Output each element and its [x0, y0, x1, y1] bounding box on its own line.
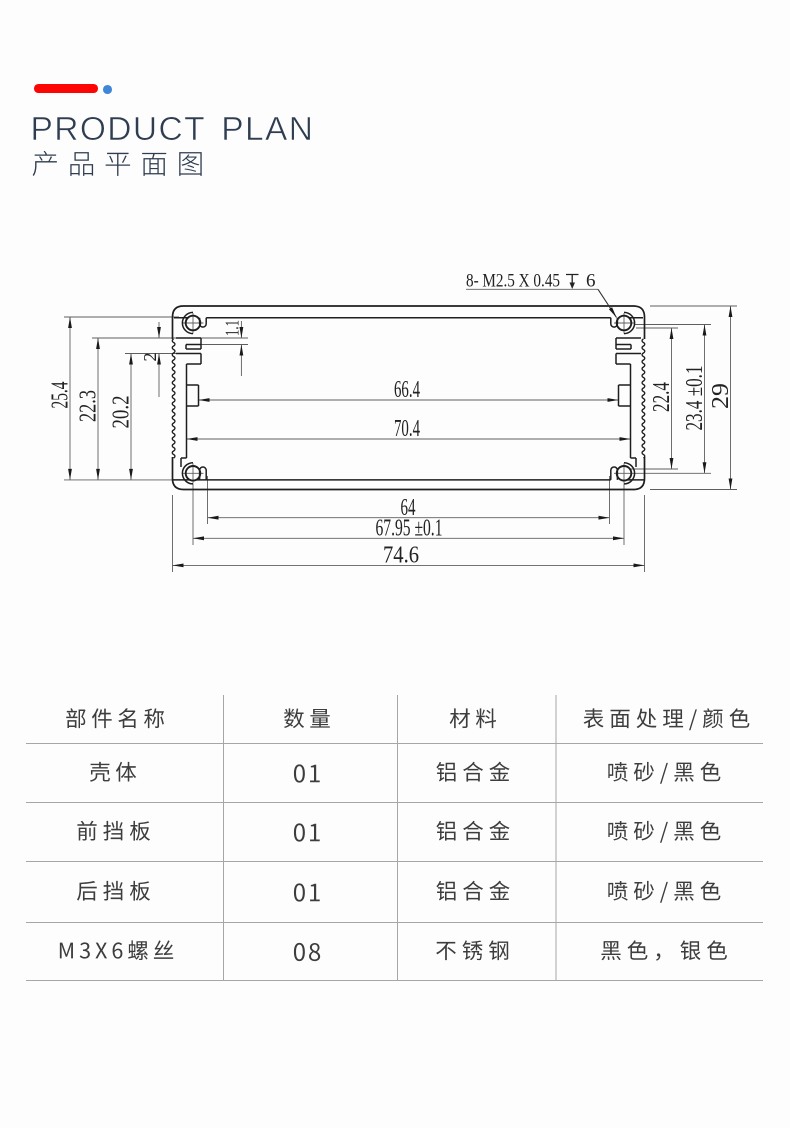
- svg-text:70.4: 70.4: [394, 416, 420, 442]
- svg-text:74.6: 74.6: [383, 543, 419, 569]
- svg-text:64: 64: [401, 495, 416, 521]
- svg-text:8- M2.5 X 0.45: 8- M2.5 X 0.45: [466, 271, 560, 292]
- svg-text:25.4: 25.4: [48, 382, 74, 409]
- svg-text:22.4: 22.4: [649, 382, 675, 412]
- svg-text:22.3: 22.3: [76, 390, 102, 422]
- svg-text:1.1: 1.1: [222, 320, 244, 336]
- svg-text:66.4: 66.4: [394, 377, 420, 403]
- svg-text:2: 2: [140, 353, 160, 362]
- svg-text:6: 6: [586, 271, 596, 292]
- svg-text:29: 29: [708, 383, 734, 409]
- svg-text:67.95 ±0.1: 67.95 ±0.1: [376, 516, 443, 542]
- svg-text:20.2: 20.2: [109, 396, 135, 429]
- svg-text:23.4 ±0.1: 23.4 ±0.1: [682, 366, 708, 431]
